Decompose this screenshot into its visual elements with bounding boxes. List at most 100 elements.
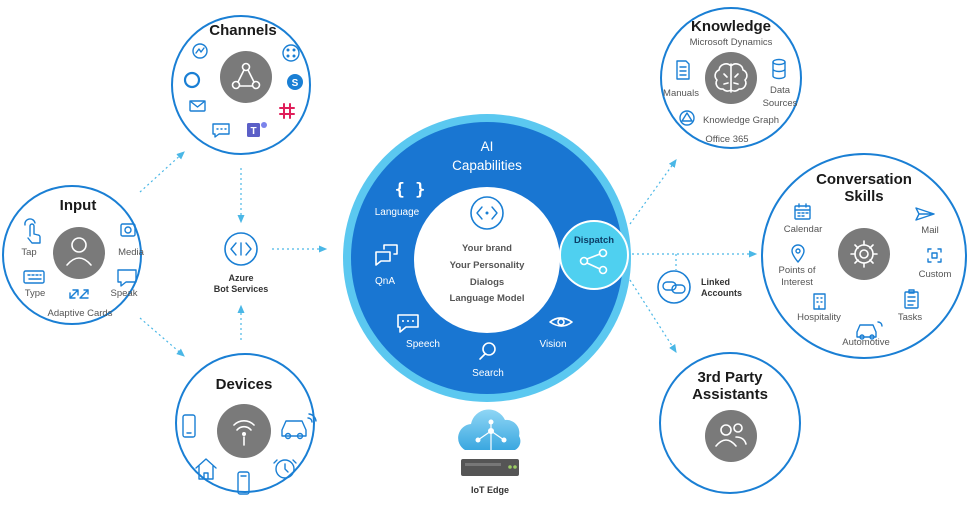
data-sources-line2: Sources bbox=[763, 98, 798, 109]
conversation-skills-group: Conversation Skills Calendar Mail Points… bbox=[761, 153, 967, 359]
media-icon bbox=[120, 223, 136, 237]
cortana-icon bbox=[183, 71, 201, 89]
knowledge-graph-label: Knowledge Graph bbox=[703, 115, 779, 126]
code-diamond-icon bbox=[470, 196, 504, 230]
skills-title-line1: Conversation bbox=[816, 171, 912, 188]
speak-label: Speak bbox=[111, 288, 138, 299]
link-icon bbox=[662, 281, 686, 294]
search-label: Search bbox=[472, 368, 504, 379]
knowledge-group: Knowledge Microsoft Dynamics Manuals Dat… bbox=[660, 7, 802, 149]
data-sources-line1: Data bbox=[770, 85, 791, 96]
slack-icon bbox=[279, 103, 295, 119]
connector-input-channels bbox=[139, 151, 185, 193]
center-line-4: Language Model bbox=[450, 293, 525, 304]
phone-icon bbox=[182, 414, 196, 438]
dispatch-circle bbox=[559, 220, 629, 290]
skype-icon: S bbox=[287, 74, 303, 90]
media-label: Media bbox=[118, 247, 145, 258]
third-party-title-line2: Assistants bbox=[692, 386, 768, 403]
knowledge-graph-icon bbox=[679, 110, 695, 126]
network-icon bbox=[220, 51, 272, 103]
teams-icon: T bbox=[247, 122, 267, 137]
office-365-label: Office 365 bbox=[705, 134, 748, 145]
channels-group: Channels S bbox=[171, 15, 311, 155]
share-icon bbox=[579, 248, 608, 275]
svg-text:{ }: { } bbox=[395, 180, 426, 200]
mail-label: Mail bbox=[921, 225, 938, 236]
language-label: Language bbox=[375, 207, 420, 218]
channels-title: Channels bbox=[209, 22, 277, 39]
iot-edge-group: IoT Edge bbox=[458, 409, 521, 495]
type-label: Type bbox=[25, 288, 46, 299]
search-icon bbox=[479, 342, 496, 360]
devices-title: Devices bbox=[216, 376, 273, 393]
speaker-device-icon bbox=[237, 471, 250, 495]
speech-icon bbox=[397, 314, 419, 333]
poi-line2: Interest bbox=[781, 277, 813, 288]
azure-label-line2: Bot Services bbox=[214, 284, 269, 294]
connector-dispatch-assistants bbox=[629, 279, 677, 354]
sms-icon bbox=[212, 123, 230, 138]
database-icon bbox=[772, 58, 786, 80]
manuals-label: Manuals bbox=[663, 88, 699, 99]
connectors bbox=[139, 151, 758, 357]
keyboard-icon bbox=[23, 270, 45, 284]
ai-title-line2: Capabilities bbox=[452, 158, 522, 173]
azure-bot-services: Azure Bot Services bbox=[214, 232, 269, 294]
person-icon bbox=[53, 227, 105, 279]
poi-line1: Points of bbox=[779, 265, 816, 276]
automotive-label: Automotive bbox=[842, 337, 890, 348]
vision-label: Vision bbox=[539, 339, 566, 350]
center-line-2: Your Personality bbox=[450, 260, 526, 271]
iot-edge-label: IoT Edge bbox=[471, 485, 509, 495]
connector-dispatch-knowledge bbox=[629, 159, 677, 225]
hospitality-label: Hospitality bbox=[797, 312, 841, 323]
svg-text:S: S bbox=[292, 78, 299, 89]
linked-label-line2: Accounts bbox=[701, 288, 742, 298]
messenger-icon bbox=[192, 43, 208, 59]
linked-circle bbox=[657, 270, 691, 304]
third-party-title-line1: 3rd Party bbox=[697, 369, 763, 386]
tap-label: Tap bbox=[21, 247, 36, 258]
car-icon bbox=[281, 413, 317, 440]
people-icon bbox=[705, 410, 757, 462]
ai-capabilities-group: AI Capabilities { } Language QnA Speech … bbox=[343, 114, 631, 402]
dispatch-label: Dispatch bbox=[574, 235, 614, 246]
qna-icon bbox=[375, 244, 398, 266]
hospitality-icon bbox=[813, 293, 826, 310]
tap-icon bbox=[24, 218, 41, 244]
speech-label: Speech bbox=[406, 339, 440, 350]
apps-grid-icon bbox=[282, 44, 300, 62]
skills-title-line2: Skills bbox=[844, 188, 883, 205]
calendar-label: Calendar bbox=[784, 224, 823, 235]
center-line-3: Dialogs bbox=[470, 277, 504, 288]
cloud-icon bbox=[458, 409, 521, 458]
custom-label: Custom bbox=[919, 269, 952, 280]
input-group: Input Tap Media Type Speak Adaptive bbox=[2, 185, 145, 325]
map-pin-icon bbox=[791, 244, 805, 263]
knowledge-title: Knowledge bbox=[691, 18, 771, 35]
custom-icon bbox=[927, 248, 942, 263]
alarm-clock-icon bbox=[273, 459, 297, 479]
vision-icon bbox=[549, 317, 573, 327]
manuals-icon bbox=[676, 60, 690, 80]
mail-send-icon bbox=[915, 207, 935, 221]
knowledge-subtitle: Microsoft Dynamics bbox=[690, 37, 773, 48]
bot-code-icon bbox=[230, 242, 252, 256]
svg-text:T: T bbox=[250, 126, 256, 137]
azure-label-line1: Azure bbox=[228, 273, 253, 283]
automotive-icon bbox=[856, 321, 883, 340]
adaptive-cards-label: Adaptive Cards bbox=[48, 308, 113, 319]
tasks-label: Tasks bbox=[898, 312, 923, 323]
connector-input-devices bbox=[139, 317, 185, 357]
wireless-icon bbox=[217, 404, 271, 458]
qna-label: QnA bbox=[375, 276, 395, 287]
adaptive-cards-icon bbox=[69, 289, 89, 299]
ai-title-line1: AI bbox=[481, 139, 494, 154]
brain-icon bbox=[705, 52, 757, 104]
linked-label-line1: Linked bbox=[701, 277, 730, 287]
gear-icon bbox=[838, 228, 890, 280]
devices-group: Devices bbox=[175, 353, 317, 495]
email-icon bbox=[189, 100, 206, 112]
ai-inner-circle bbox=[414, 187, 560, 333]
